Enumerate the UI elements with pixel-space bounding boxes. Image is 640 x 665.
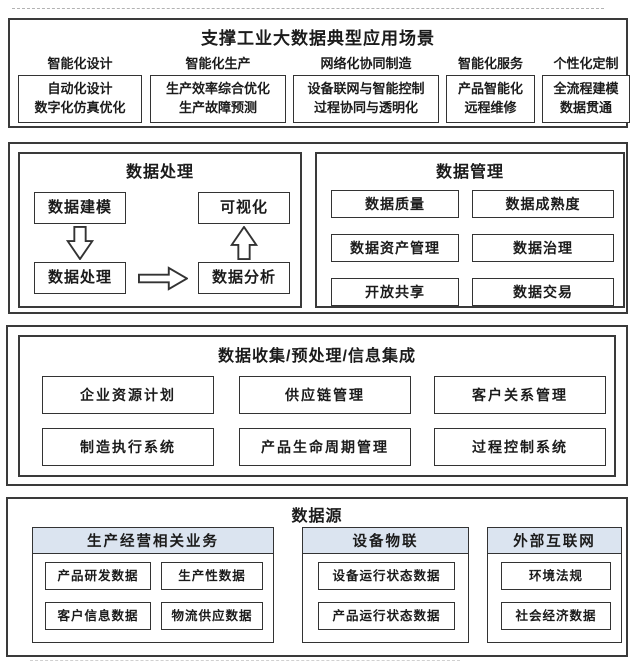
source-item: 环境法规	[501, 562, 611, 590]
item-label: 数据交易	[513, 283, 573, 300]
item-label: 数据质量	[365, 195, 425, 212]
scenario-line: 过程协同与透明化	[313, 100, 418, 115]
node-label: 可视化	[219, 199, 268, 217]
node-label: 数据建模	[47, 199, 112, 217]
arrow-down-icon	[65, 226, 95, 260]
item-label: 供应链管理	[285, 386, 365, 403]
scenario-line: 自动化设计	[47, 81, 113, 97]
source-item: 物流供应数据	[161, 602, 263, 630]
item-label: 过程控制系统	[472, 438, 568, 455]
node-data-modeling: 数据建模	[34, 192, 126, 224]
item-label: 生产性数据	[178, 568, 246, 583]
source-group-business: 生产经营相关业务 产品研发数据 生产性数据 客户信息数据 物流供应数据	[32, 527, 274, 643]
scenario-box: 生产效率综合优化 生产故障预测	[150, 75, 286, 123]
item-label: 产品运行状态数据	[332, 608, 441, 623]
collection-item: 企业资源计划	[42, 376, 214, 414]
item-label: 物流供应数据	[171, 608, 253, 623]
collection-item: 产品生命周期管理	[239, 428, 411, 466]
section-data-sources: 数据源 生产经营相关业务 产品研发数据 生产性数据 客户信息数据 物流供应数据 …	[6, 497, 628, 657]
scan-artifact-bottom-line	[30, 660, 460, 661]
arrow-up-icon	[229, 226, 259, 260]
scenario-header: 网络化协同制造	[320, 56, 412, 71]
arrow-right-icon	[138, 266, 188, 291]
section-title: 数据源	[291, 508, 343, 525]
scenario-box: 产品智能化 远程维修	[446, 75, 535, 123]
node-data-analysis: 数据分析	[198, 262, 290, 294]
scenario-line: 数据贯通	[559, 100, 612, 115]
collection-item: 客户关系管理	[434, 376, 606, 414]
panel-title: 数据处理	[125, 164, 194, 181]
scenario-line: 生产故障预测	[178, 100, 257, 115]
management-item: 数据资产管理	[331, 234, 459, 262]
panel-data-management: 数据管理 数据质量 数据成熟度 数据资产管理 数据治理 开放共享 数据交易	[315, 152, 625, 308]
item-label: 产品研发数据	[57, 568, 139, 583]
group-header: 生产经营相关业务	[33, 528, 273, 554]
source-item: 社会经济数据	[501, 602, 611, 630]
source-item: 生产性数据	[161, 562, 263, 590]
item-label: 客户信息数据	[57, 608, 139, 623]
group-header: 设备物联	[303, 528, 468, 554]
management-item: 数据治理	[472, 234, 614, 262]
section-title: 支撑工业大数据典型应用场景	[201, 29, 435, 48]
node-label: 数据处理	[47, 269, 112, 287]
item-label: 数据资产管理	[350, 239, 440, 256]
item-label: 设备运行状态数据	[332, 568, 441, 583]
scenario-line: 设备联网与智能控制	[307, 81, 425, 97]
management-item: 数据交易	[472, 278, 614, 306]
item-label: 开放共享	[365, 283, 425, 300]
scenario-header: 智能化设计	[47, 56, 113, 71]
panel-title: 数据管理	[435, 164, 504, 181]
section-application-scenarios: 支撑工业大数据典型应用场景 智能化设计 智能化生产 网络化协同制造 智能化服务 …	[8, 18, 630, 128]
scenario-header: 个性化定制	[553, 56, 619, 71]
management-item: 开放共享	[331, 278, 459, 306]
item-label: 数据治理	[513, 239, 573, 256]
panel-title: 数据收集/预处理/信息集成	[218, 348, 416, 365]
item-label: 制造执行系统	[80, 438, 176, 455]
scenario-box: 全流程建模 数据贯通	[542, 75, 630, 123]
node-data-processing: 数据处理	[34, 262, 126, 294]
scenario-header: 智能化服务	[457, 56, 523, 71]
item-label: 客户关系管理	[472, 386, 568, 403]
collection-item: 供应链管理	[239, 376, 411, 414]
panel-data-collection: 数据收集/预处理/信息集成 企业资源计划 供应链管理 客户关系管理 制造执行系统…	[18, 335, 616, 477]
node-label: 数据分析	[211, 269, 276, 287]
management-item: 数据成熟度	[472, 190, 614, 218]
scenario-line: 全流程建模	[553, 81, 619, 97]
source-item: 客户信息数据	[45, 602, 151, 630]
source-item: 产品研发数据	[45, 562, 151, 590]
collection-item: 制造执行系统	[42, 428, 214, 466]
collection-item: 过程控制系统	[434, 428, 606, 466]
panel-data-processing: 数据处理 数据建模 可视化 数据处理 数据分析	[18, 152, 302, 308]
section-data-collection: 数据收集/预处理/信息集成 企业资源计划 供应链管理 客户关系管理 制造执行系统…	[6, 325, 628, 486]
source-group-external-internet: 外部互联网 环境法规 社会经济数据	[487, 527, 622, 643]
management-item: 数据质量	[331, 190, 459, 218]
scenario-line: 生产效率综合优化	[165, 81, 270, 97]
item-label: 社会经济数据	[515, 608, 597, 623]
scenario-line: 数字化仿真优化	[34, 100, 126, 115]
source-item: 产品运行状态数据	[318, 602, 455, 630]
item-label: 环境法规	[528, 568, 583, 583]
group-header: 外部互联网	[488, 528, 621, 554]
node-visualization: 可视化	[198, 192, 290, 224]
scenario-header: 智能化生产	[185, 56, 251, 71]
scenario-box: 设备联网与智能控制 过程协同与透明化	[293, 75, 439, 123]
scenario-line: 产品智能化	[457, 81, 523, 97]
item-label: 企业资源计划	[80, 386, 176, 403]
source-group-equipment-iot: 设备物联 设备运行状态数据 产品运行状态数据	[302, 527, 469, 643]
scenario-box: 自动化设计 数字化仿真优化	[18, 75, 142, 123]
item-label: 产品生命周期管理	[261, 438, 389, 455]
section-processing-management: 数据处理 数据建模 可视化 数据处理 数据分析	[8, 142, 628, 314]
scan-artifact-top-line	[12, 8, 604, 9]
source-item: 设备运行状态数据	[318, 562, 455, 590]
scenario-line: 远程维修	[464, 100, 517, 115]
item-label: 数据成熟度	[505, 195, 581, 212]
